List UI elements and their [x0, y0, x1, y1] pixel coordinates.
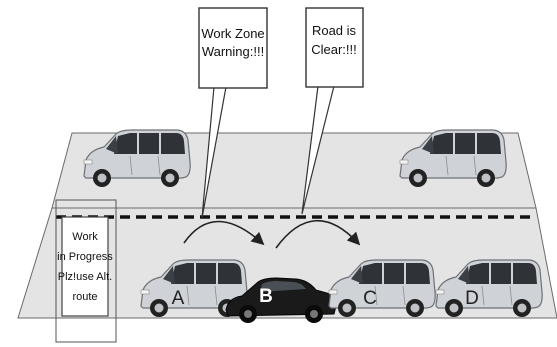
- callout-road-clear: [305, 7, 364, 88]
- arc-b-to-c: [275, 219, 361, 249]
- callout-work-zone-line1: Work Zone: [201, 26, 264, 41]
- work-sign-line4: route: [72, 291, 97, 303]
- callout-work-zone: [198, 7, 268, 89]
- arc-a-to-b: [183, 220, 265, 246]
- vehicle-label-d: D: [465, 288, 479, 309]
- callout-work-zone-line2: Warning:!!!: [202, 44, 264, 59]
- work-sign-line2: in Progress: [57, 251, 113, 263]
- work-sign: [61, 216, 109, 317]
- vehicle-label-a: A: [172, 288, 185, 309]
- callout-pointer-road-clear: [301, 85, 335, 215]
- work-sign-line1: Work: [72, 231, 98, 243]
- callout-pointer-work-zone: [201, 86, 227, 219]
- callout-road-clear-line1: Road is: [312, 23, 357, 38]
- vehicle-label-b: B: [259, 286, 273, 307]
- work-sign-line3: Plz!use Alt.: [58, 271, 112, 283]
- vehicle-label-c: C: [363, 288, 377, 309]
- work-sign-outer: [55, 199, 117, 343]
- callout-road-clear-line2: Clear:!!!: [311, 42, 357, 57]
